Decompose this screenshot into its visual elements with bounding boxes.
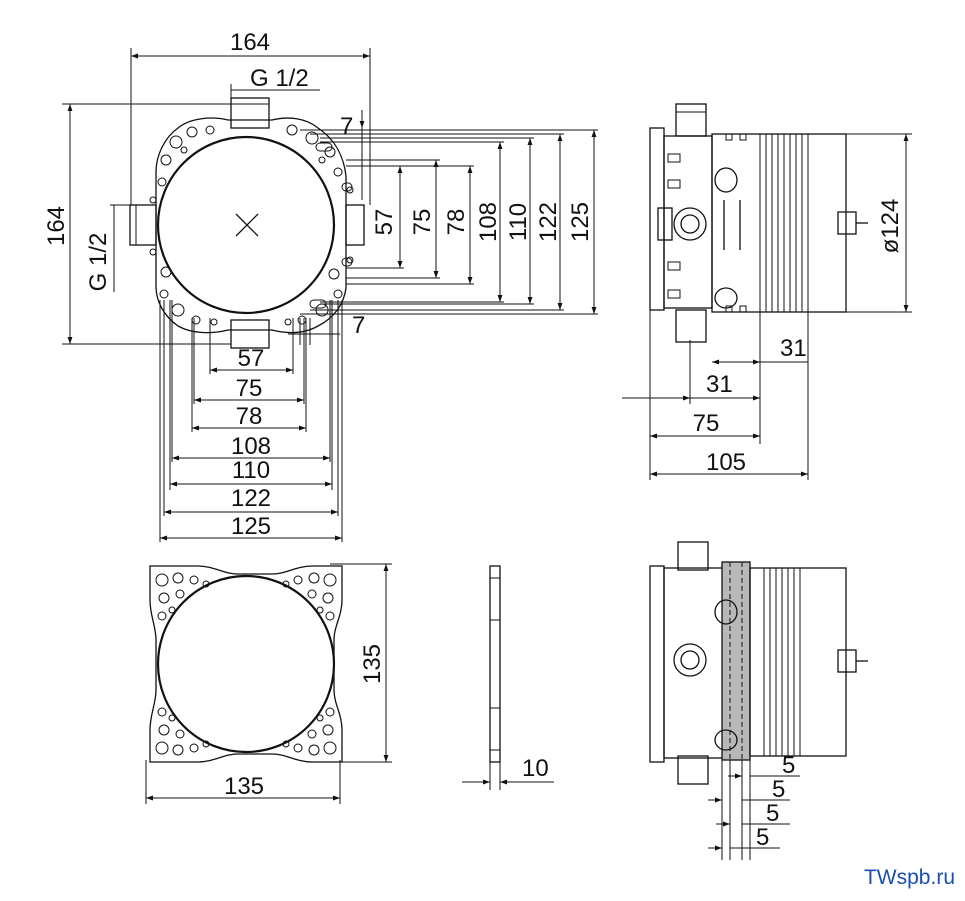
side-valve-outer — [673, 207, 707, 241]
dim-side-105: 105 — [706, 449, 746, 476]
dim-v-122: 122 — [535, 202, 562, 242]
dim-v-125: 125 — [567, 202, 594, 242]
side-view: ø124 31 31 75 105 — [622, 103, 912, 480]
thread-lines — [759, 134, 809, 312]
dim-side-31b: 31 — [706, 371, 733, 398]
dim-ext-5a: 5 — [782, 752, 795, 779]
dim-h-78: 78 — [236, 403, 263, 430]
dim-h-75: 75 — [236, 375, 263, 402]
dim-h-122: 122 — [231, 485, 271, 512]
dim-h-125: 125 — [231, 513, 271, 540]
dim-ext-5b: 5 — [772, 776, 785, 803]
dim-ext-5c: 5 — [766, 800, 779, 827]
plate-perforations — [155, 572, 337, 756]
watermark: TWspb.ru — [863, 866, 955, 889]
dim-7-top: 7 — [340, 113, 353, 140]
front-perforations — [149, 124, 354, 326]
side-bottom-port — [675, 309, 707, 343]
thread-left: G 1/2 — [85, 233, 112, 292]
profile-plate — [489, 565, 501, 763]
dim-diameter: ø124 — [877, 199, 904, 254]
front-body-outline — [155, 117, 347, 334]
dim-profile-thickness: 10 — [522, 755, 549, 782]
right-vertical-dims: 57 75 78 108 110 122 125 — [300, 129, 598, 315]
side-valve-inner — [680, 214, 700, 234]
dim-v-108: 108 — [475, 202, 502, 242]
top-port — [230, 97, 270, 129]
profile-view: 10 — [462, 565, 554, 790]
bottom-horizontal-dims: 57 75 78 108 110 122 125 — [159, 300, 343, 542]
bottom-port — [230, 319, 270, 349]
front-main-circle — [156, 135, 336, 315]
dim-v-75: 75 — [409, 209, 436, 236]
dim-v-57: 57 — [371, 209, 398, 236]
plate-outline — [149, 565, 343, 763]
thread-top: G 1/2 — [250, 65, 309, 92]
dim-7-bottom: 7 — [352, 312, 365, 339]
dim-h-110: 110 — [232, 457, 270, 484]
dim-side-31a: 31 — [780, 335, 807, 362]
dim-plate-height: 135 — [359, 644, 386, 684]
dim-v-110: 110 — [505, 203, 532, 241]
side-cylinder — [711, 133, 847, 313]
dim-side-75: 75 — [693, 410, 720, 437]
left-port — [129, 204, 157, 246]
center-cross-b — [235, 213, 259, 237]
ext-body — [663, 567, 725, 759]
ext-top-port — [677, 541, 709, 571]
dim-left-164: 164 — [43, 206, 70, 246]
extension-view: 5 5 5 5 — [649, 541, 868, 860]
side-top-port — [675, 103, 707, 137]
dim-h-57: 57 — [238, 345, 265, 372]
ext-bottom-port — [677, 755, 709, 785]
dim-v-78: 78 — [443, 209, 470, 236]
side-frame-strip — [649, 127, 665, 311]
plate-circle — [156, 574, 336, 754]
dim-top-164: 164 — [230, 29, 270, 56]
front-view: 164 G 1/2 164 G 1/2 7 57 75 — [43, 29, 598, 542]
ext-cylinder — [749, 567, 847, 757]
right-port — [345, 204, 365, 246]
plate-view: 135 135 — [145, 563, 392, 804]
dim-h-108: 108 — [231, 433, 271, 460]
dim-ext-5d: 5 — [756, 824, 769, 851]
ext-extension-ring — [721, 561, 751, 761]
side-cap — [837, 211, 857, 235]
dim-plate-width: 135 — [224, 773, 264, 800]
